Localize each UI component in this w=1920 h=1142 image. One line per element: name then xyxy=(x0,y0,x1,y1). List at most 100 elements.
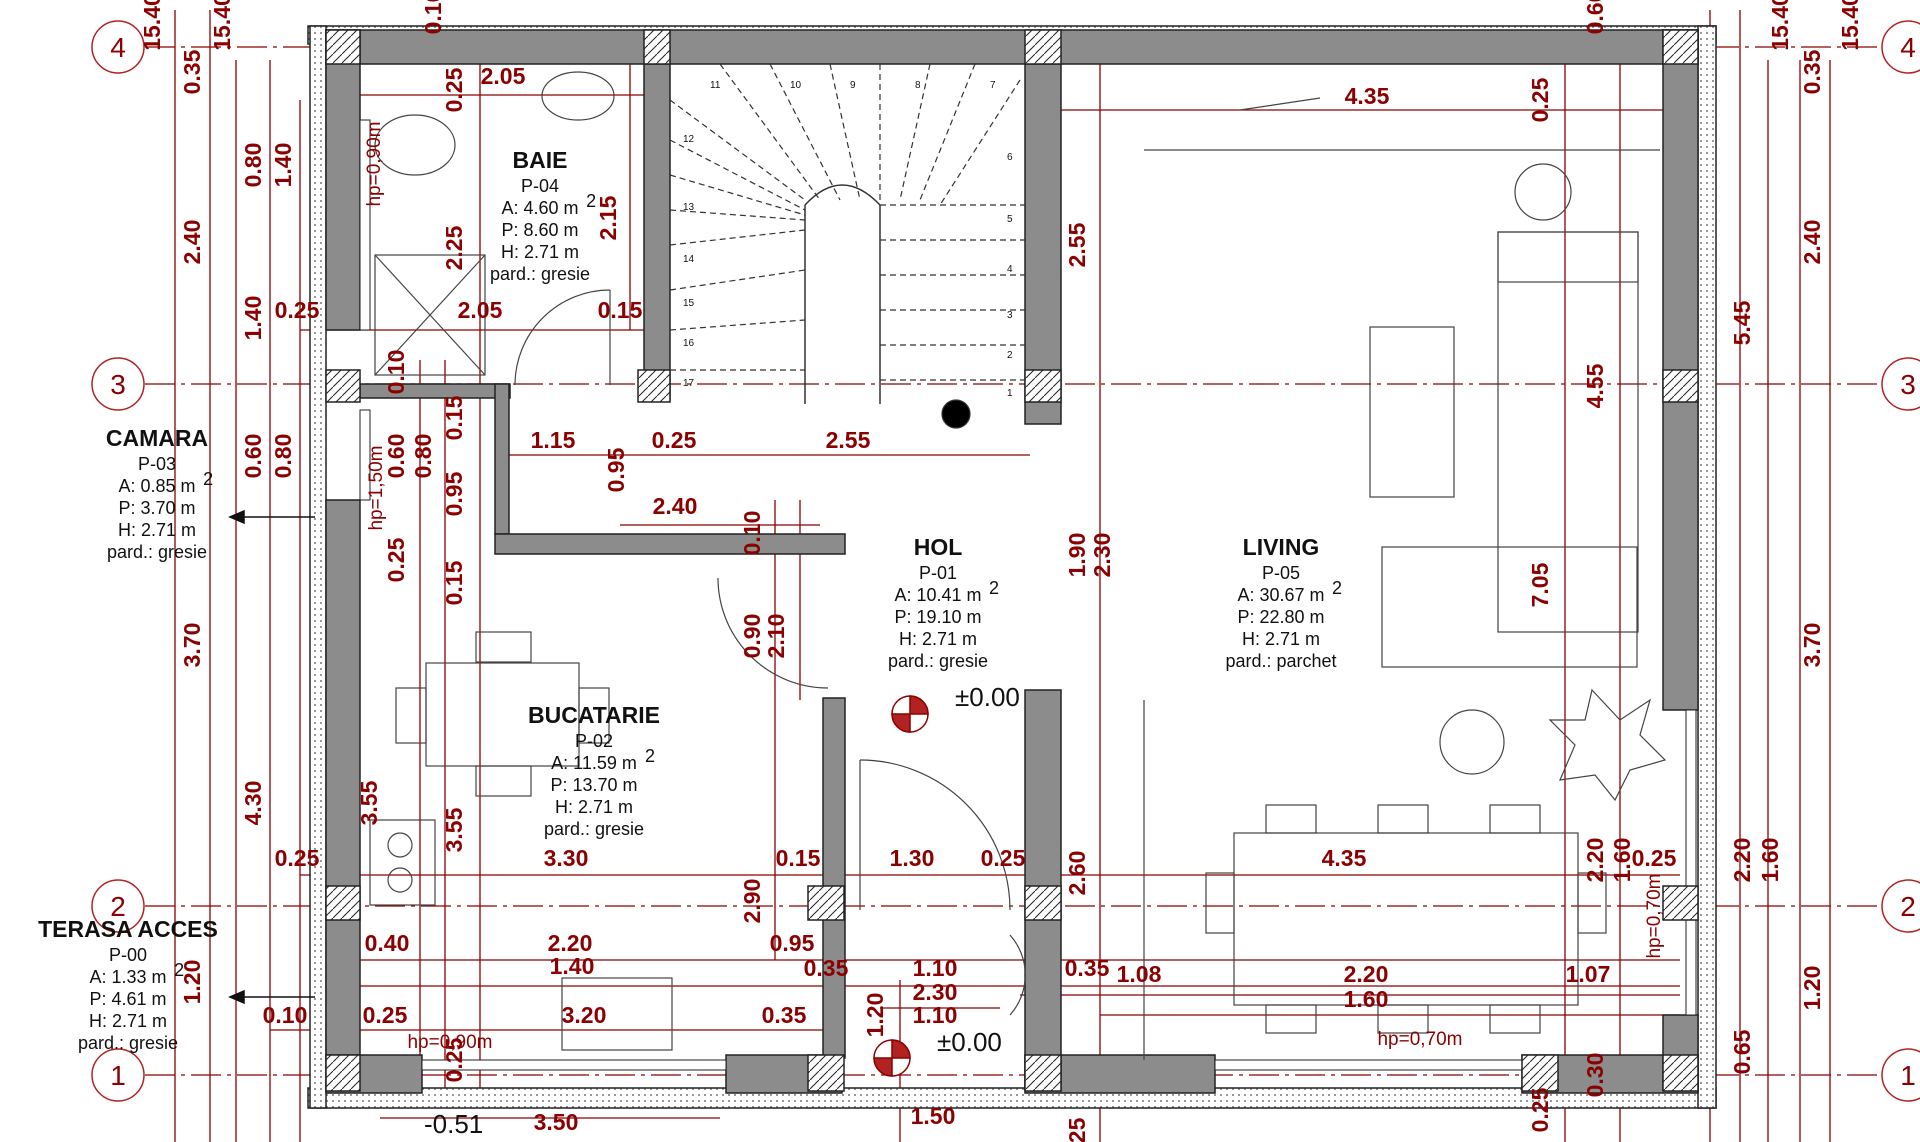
dimension-label: 0.10 xyxy=(383,350,409,395)
room-code: P-00 xyxy=(109,945,147,965)
dimension-label: 15.40 xyxy=(1837,0,1863,51)
dimension-label: 0.95 xyxy=(770,930,815,956)
sill-height-label: hp=0,90m xyxy=(364,121,385,206)
svg-text:15: 15 xyxy=(683,298,695,309)
dimension-label: 0.10 xyxy=(420,0,446,34)
dimension-label: 0.35 xyxy=(762,1002,807,1028)
axis-bubble xyxy=(1881,357,1920,411)
room-perimeter: P: 13.70 m xyxy=(550,775,637,795)
superscript-two: 2 xyxy=(174,960,184,980)
dimension-label: 0.25 xyxy=(441,1037,467,1082)
axis-bubble xyxy=(91,20,145,74)
svg-text:4: 4 xyxy=(1007,264,1013,275)
axis-label: 4 xyxy=(110,32,126,63)
dimension-label: 1.20 xyxy=(179,960,205,1005)
axis-bubble xyxy=(91,357,145,411)
dimension-label: 2.05 xyxy=(481,63,526,89)
dimension-label: 2.05 xyxy=(458,297,503,323)
furniture xyxy=(369,71,1667,1060)
axis-label: 4 xyxy=(1900,32,1916,63)
dimension-label: 1.40 xyxy=(270,143,296,188)
dimension-label: 0.60 xyxy=(1582,0,1608,34)
axis-bubble xyxy=(91,879,145,933)
room-code: P-02 xyxy=(575,731,613,751)
dimension-label: 2.90 xyxy=(739,879,765,924)
dimension-label: 2.25 xyxy=(441,225,467,270)
room-code: P-01 xyxy=(919,563,957,583)
dimension-label: 1.60 xyxy=(1757,838,1783,883)
walls xyxy=(307,25,1717,1109)
dimension-label: 0.80 xyxy=(270,434,296,479)
structural-columns xyxy=(325,29,1699,1092)
dimension-label: 0.15 xyxy=(598,297,643,323)
dimension-label: 0.25 xyxy=(1632,845,1677,871)
room-perimeter: P: 3.70 m xyxy=(118,498,195,518)
dimension-label: 3.55 xyxy=(356,780,382,825)
axis-label: 3 xyxy=(1900,369,1916,400)
dimension-label: 2.40 xyxy=(179,220,205,265)
room-perimeter: P: 19.10 m xyxy=(894,607,981,627)
room-height: H: 2.71 m xyxy=(89,1011,167,1031)
svg-text:11: 11 xyxy=(710,80,721,91)
dimension-label: 1.40 xyxy=(550,953,595,979)
level-label: ±0.00 xyxy=(955,682,1020,712)
staircase xyxy=(669,63,1025,429)
dimension-label: 1.20 xyxy=(1799,966,1825,1011)
svg-text:1: 1 xyxy=(1007,388,1013,399)
dimension-label: 0.25 xyxy=(1527,77,1553,122)
dimension-label: 0.15 xyxy=(776,845,821,871)
dimension-label: 2.20 xyxy=(548,930,593,956)
room-area: A: 1.33 m xyxy=(89,967,166,987)
dimension-label: 2.20 xyxy=(1582,838,1608,883)
dimension-label: 0.60 xyxy=(240,434,266,479)
room-code: P-05 xyxy=(1262,563,1300,583)
superscript-two: 2 xyxy=(203,469,213,489)
axis-bubble xyxy=(91,1048,145,1102)
svg-text:3: 3 xyxy=(1007,310,1013,321)
dimension-label: 0.35 xyxy=(1065,955,1110,981)
svg-text:8: 8 xyxy=(915,80,921,91)
dimension-label: 0.10 xyxy=(739,511,765,556)
dimension-label: 2.20 xyxy=(1729,838,1755,883)
dimension-label: 0.35 xyxy=(179,49,205,94)
room-name: BUCATARIE xyxy=(528,702,660,728)
room-area: A: 30.67 m xyxy=(1237,585,1324,605)
dimension-label: 1.08 xyxy=(1117,961,1162,987)
dimension-label: 2.55 xyxy=(826,427,871,453)
entry-arrows xyxy=(228,509,315,1005)
room-floor: pard.: gresie xyxy=(544,819,644,839)
room-floor: pard.: gresie xyxy=(490,264,590,284)
dimension-label: 0.10 xyxy=(263,1002,308,1028)
dimension-label: 0.15 xyxy=(441,560,467,605)
dimension-label: 4.35 xyxy=(1345,83,1390,109)
axis-label: 1 xyxy=(1900,1060,1916,1091)
room-perimeter: P: 8.60 m xyxy=(501,220,578,240)
level-label: ±0.00 xyxy=(937,1027,1002,1057)
superscript-two: 2 xyxy=(586,191,596,211)
dimension-label: 0.25 xyxy=(981,845,1026,871)
sill-height-label: hp=1,50m xyxy=(366,445,387,530)
axis-bubble xyxy=(1881,20,1920,74)
dimension-label: 1.10 xyxy=(913,1002,958,1028)
dimension-label: 2.10 xyxy=(763,614,789,659)
dimension-label: 0.25 xyxy=(1527,1087,1553,1132)
dimension-label: 4.35 xyxy=(1322,845,1367,871)
dimension-label: 15.40 xyxy=(209,0,235,51)
floor-levels: ±0.00±0.00-0.51 xyxy=(424,682,1020,1139)
dimension-label: 2.30 xyxy=(1089,533,1115,578)
dimension-label: 1.60 xyxy=(1609,838,1635,883)
dimension-label: 0.40 xyxy=(365,930,410,956)
superscript-two: 2 xyxy=(1332,578,1342,598)
sill-height-label: hp=0,70m xyxy=(1377,1029,1462,1050)
dimension-label: 1.07 xyxy=(1566,961,1611,987)
axis-label: 2 xyxy=(110,891,126,922)
dimension-label: 2.15 xyxy=(595,195,621,240)
room-floor: pard.: gresie xyxy=(888,651,988,671)
dimension-label: 3.50 xyxy=(534,1109,579,1135)
room-floor: pard.: gresie xyxy=(107,542,207,562)
